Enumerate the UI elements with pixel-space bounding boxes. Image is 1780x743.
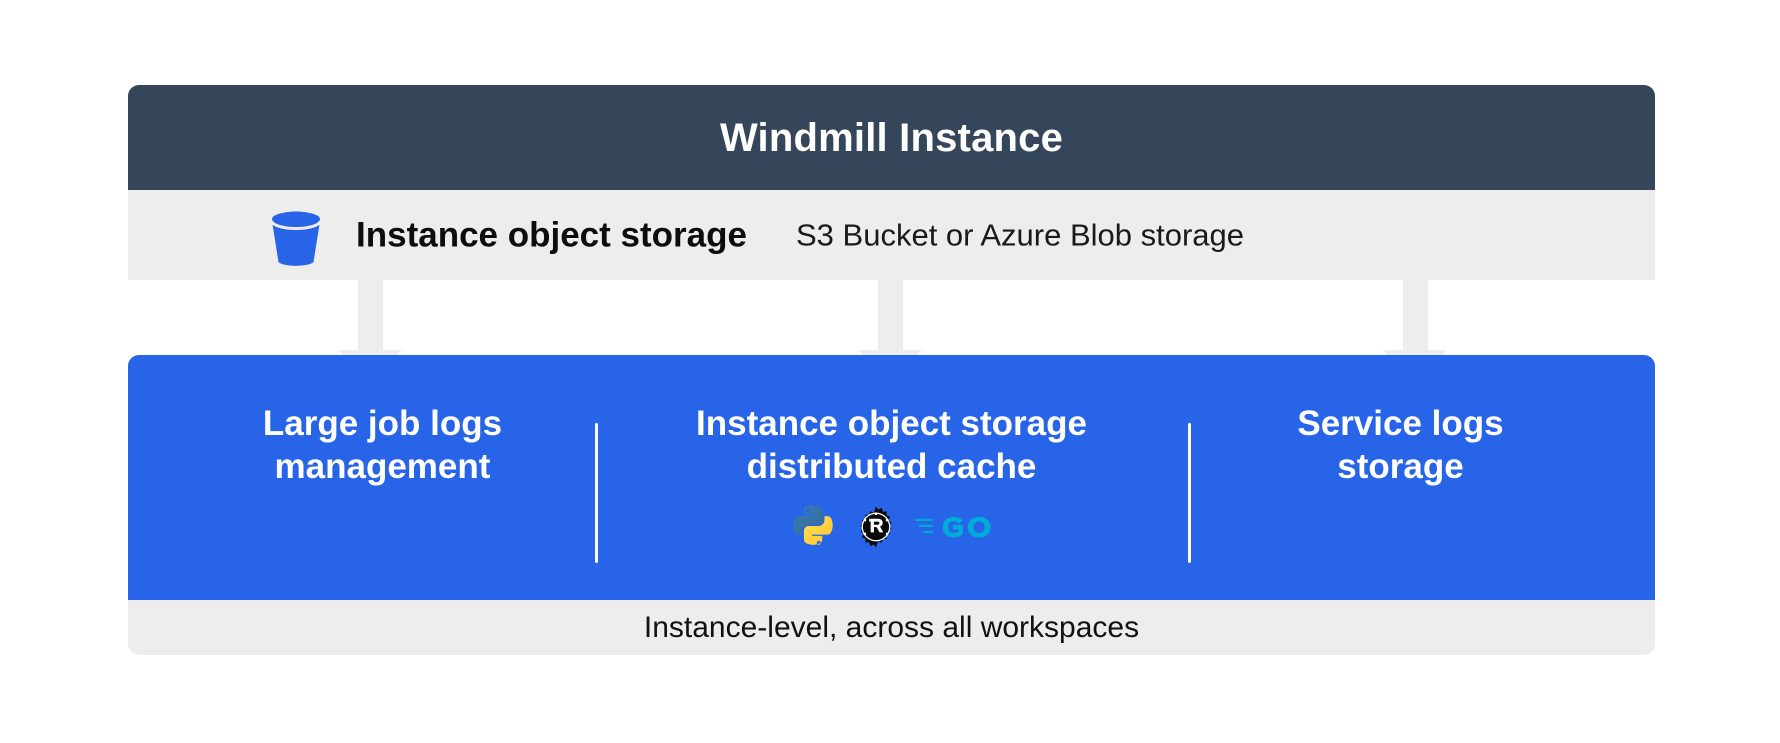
storage-backend-detail: S3 Bucket or Azure Blob storage: [796, 217, 1245, 253]
arrow-stem: [877, 280, 903, 351]
diagram-header: Windmill Instance: [128, 85, 1655, 190]
python-logo-icon: [791, 504, 837, 550]
feature-column-large-job-logs: Large job logs management: [128, 355, 637, 600]
scope-caption: Instance-level, across all workspaces: [643, 610, 1140, 644]
feature-title: Large job logs management: [262, 404, 503, 486]
instance-object-storage-label: Instance object storage: [356, 215, 747, 255]
windmill-instance-diagram: Windmill Instance Instance object storag…: [128, 85, 1655, 655]
column-divider: [595, 423, 598, 563]
arrow-stem: [1402, 280, 1428, 351]
arrow-stem: [357, 280, 383, 351]
supported-languages: [791, 504, 993, 550]
feature-title: Instance object storage distributed cach…: [696, 404, 1087, 486]
scope-caption-bar: Instance-level, across all workspaces: [128, 600, 1655, 655]
go-logo-icon: [914, 509, 993, 545]
instance-object-storage-strip: Instance object storage S3 Bucket or Azu…: [128, 190, 1655, 280]
page-title: Windmill Instance: [719, 115, 1064, 160]
column-divider: [1188, 423, 1191, 563]
feature-title: Service logs storage: [1297, 404, 1504, 486]
feature-column-service-logs: Service logs storage: [1146, 355, 1655, 600]
feature-column-distributed-cache: Instance object storage distributed cach…: [637, 355, 1146, 600]
instance-features-panel: Large job logs management Instance objec…: [128, 355, 1655, 600]
rust-logo-icon: [853, 504, 899, 550]
bucket-icon: [265, 206, 327, 268]
